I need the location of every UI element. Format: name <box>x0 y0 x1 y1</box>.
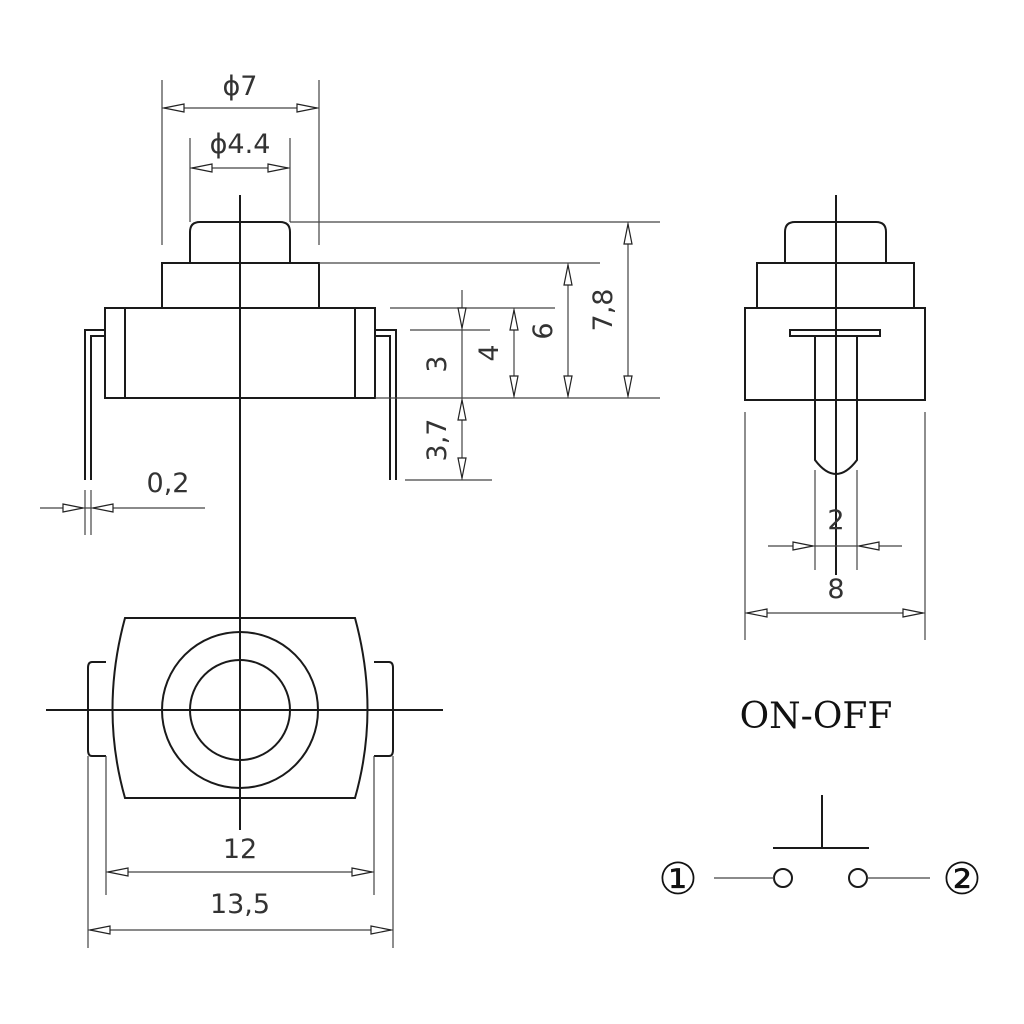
dim-pin-width: 2 <box>768 470 902 570</box>
dim-pin-thickness: 0,2 <box>40 468 205 535</box>
terminal-1-label: ① <box>658 854 697 905</box>
pin-flange <box>789 329 881 337</box>
side-button-cap <box>784 221 887 263</box>
right-pin <box>375 329 397 480</box>
dim-height-6: 6 <box>528 263 573 398</box>
right-tab <box>374 661 394 757</box>
switch-schematic: ON-OFF ① ② <box>658 696 981 905</box>
right-pin-inner <box>375 335 391 480</box>
contact-right <box>848 868 868 888</box>
pin-thickness-label: 0,2 <box>147 468 190 499</box>
side-body <box>744 307 926 401</box>
left-tab <box>87 661 106 757</box>
dim-pin-length: 3,7 <box>422 419 467 479</box>
button-cap <box>189 221 291 263</box>
side-view: 2 8 <box>744 195 926 640</box>
terminal-2-label: ② <box>942 854 981 905</box>
dim-height-4: 4 <box>474 308 519 398</box>
dim-total-height: 7,8 <box>588 222 633 398</box>
dim-outer-diameter: ϕ7 <box>161 71 320 245</box>
inner-ring <box>189 659 291 761</box>
pin-width-label: 2 <box>827 505 844 536</box>
dim-inner-diameter: ϕ4.4 <box>189 129 291 222</box>
outer-ring <box>161 631 319 789</box>
height-6-label: 6 <box>528 322 559 339</box>
pin-length-label: 3,7 <box>422 419 453 462</box>
inner-diameter-label: ϕ4.4 <box>210 129 271 160</box>
contact-left <box>773 868 793 888</box>
schematic-title: ON-OFF <box>740 696 893 737</box>
side-pin <box>814 336 858 475</box>
outer-diameter-label: ϕ7 <box>223 71 258 102</box>
side-width-label: 8 <box>827 574 844 605</box>
top-body-outline <box>111 617 369 799</box>
front-view: ϕ7 ϕ4.4 7,8 6 <box>40 71 660 830</box>
dim-body-width: 12 <box>105 756 375 895</box>
left-pin-inner <box>90 335 105 480</box>
left-pin <box>84 329 105 480</box>
top-view: 12 13,5 <box>46 617 443 948</box>
total-height-label: 7,8 <box>588 289 619 332</box>
height-3-label: 3 <box>422 355 453 372</box>
dim-pin-span: 13,5 <box>87 756 394 948</box>
height-4-label: 4 <box>474 344 505 361</box>
dim-side-width: 8 <box>744 412 926 640</box>
pin-span-label: 13,5 <box>210 889 270 920</box>
dim-height-3: 3 <box>422 290 467 480</box>
switch-body <box>104 307 376 399</box>
body-width-label: 12 <box>223 834 257 865</box>
